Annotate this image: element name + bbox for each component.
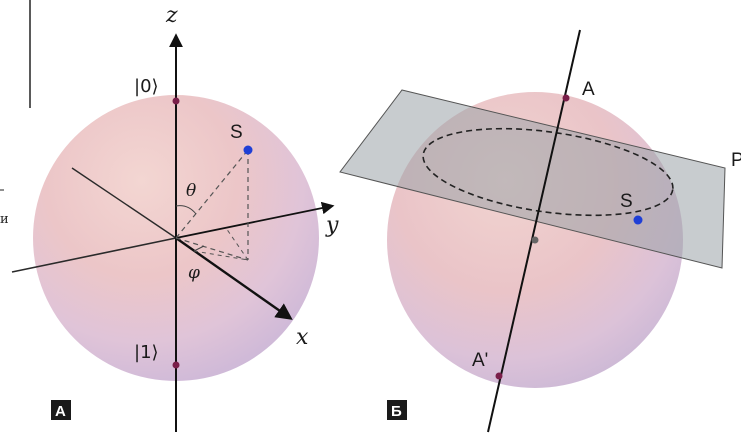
state-point-s (243, 145, 253, 155)
ket-one-label: |1⟩ (134, 342, 159, 363)
axis-x-negative (71, 167, 177, 239)
axis-y-label: y (325, 213, 339, 238)
theta-label: θ (186, 181, 196, 201)
axis-y (175, 201, 335, 239)
margin-letter: и (0, 212, 9, 227)
projection-to-y (225, 227, 249, 261)
panel-a-tag: А (55, 403, 66, 420)
point-a-prime-marker (495, 372, 503, 380)
panel-b-tag: Б (391, 403, 402, 420)
point-a-prime-label: A' (472, 350, 488, 371)
axis-z-label: z (165, 3, 178, 28)
axis-x-label: x (296, 325, 309, 350)
projection-to-origin (175, 237, 249, 261)
phi-arc (193, 245, 205, 252)
point-s-label: S (230, 122, 243, 143)
state-point-s-b (633, 215, 643, 225)
panel-a: z y x |0⟩ |1⟩ S θ φ А (11, 3, 339, 432)
ket-zero-label: |0⟩ (134, 76, 159, 97)
panel-b-tag-bg (387, 400, 407, 420)
state-vector-dashed (175, 149, 249, 239)
center-marker (531, 236, 539, 244)
projection-to-x (193, 250, 249, 261)
theta-arc (175, 205, 197, 215)
point-a-marker (562, 94, 570, 102)
panel-b: A A' S P Б (339, 29, 741, 433)
point-s-b-label: S (620, 191, 633, 212)
pole-one-marker (172, 361, 180, 369)
axis-y-negative (11, 237, 177, 273)
intersection-circle (422, 127, 674, 217)
pole-zero-marker (172, 97, 180, 105)
cutting-plane-p (339, 89, 726, 269)
point-a-label: A (582, 79, 595, 100)
plane-p-label: P (731, 150, 741, 171)
left-margin: и (0, 0, 31, 227)
panel-a-tag-bg (51, 400, 71, 420)
phi-label: φ (188, 263, 200, 283)
